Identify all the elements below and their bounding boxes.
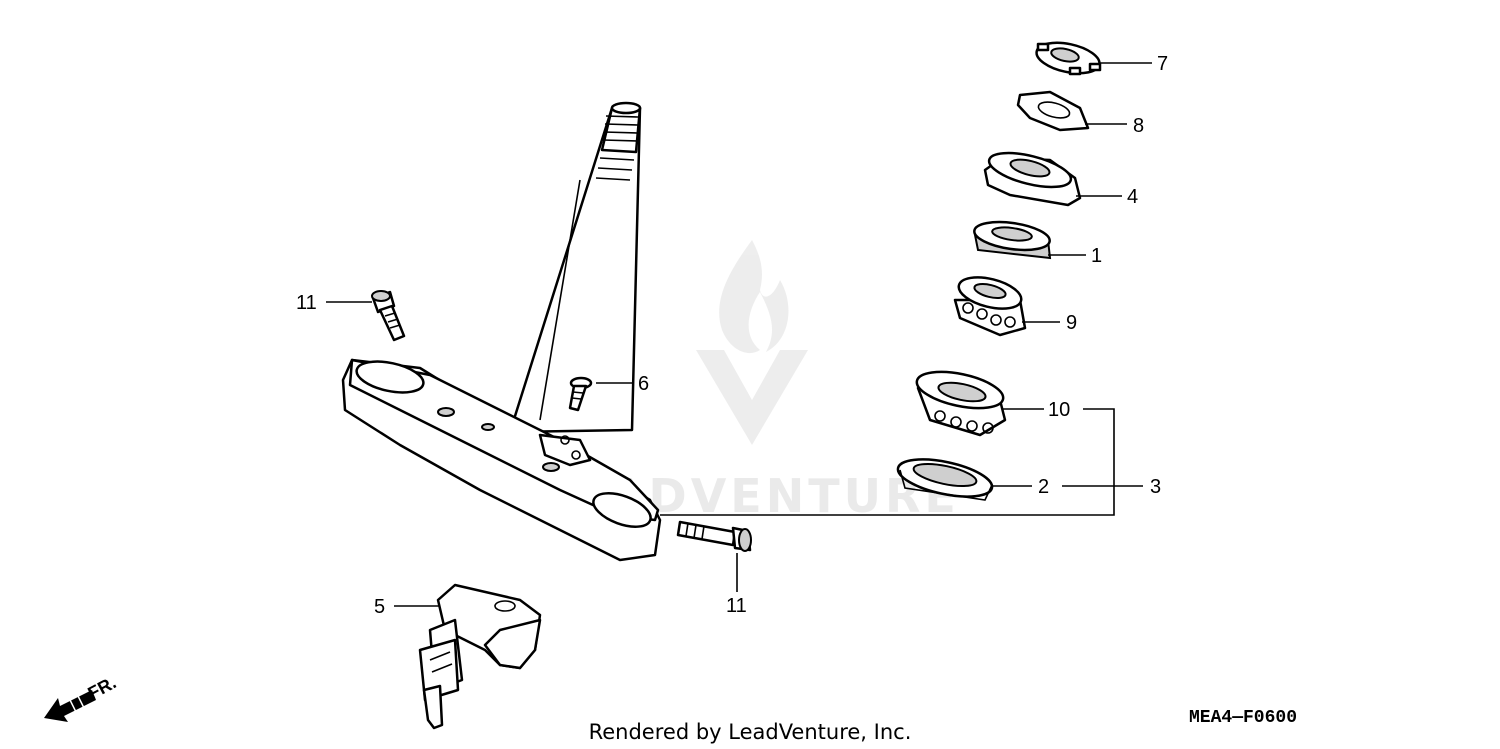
callout-10: 10 bbox=[1048, 399, 1070, 421]
lock-washer-8[interactable] bbox=[1016, 90, 1090, 132]
callout-labels: 7 8 4 1 9 10 2 3 6 11 11 5 bbox=[296, 53, 1168, 618]
front-arrow-icon bbox=[44, 690, 96, 722]
callout-4: 4 bbox=[1127, 186, 1138, 208]
lower-triple-clamp[interactable] bbox=[341, 356, 662, 562]
callout-3: 3 bbox=[1150, 476, 1161, 498]
callout-11-lower: 11 bbox=[726, 595, 747, 617]
bearing-10[interactable] bbox=[914, 365, 1007, 437]
callout-9: 9 bbox=[1066, 312, 1077, 334]
leader-lines bbox=[326, 62, 1152, 607]
callout-11-upper: 11 bbox=[296, 292, 317, 314]
callout-5: 5 bbox=[374, 596, 385, 618]
lock-nut-7[interactable] bbox=[1034, 38, 1102, 79]
bolt-11-lower[interactable] bbox=[676, 520, 752, 552]
callout-7: 7 bbox=[1157, 53, 1168, 75]
steering-stem[interactable] bbox=[508, 101, 642, 434]
bolt-11-upper[interactable] bbox=[371, 290, 406, 342]
callout-2: 2 bbox=[1038, 476, 1049, 498]
front-direction-indicator: FR. bbox=[44, 672, 119, 722]
bearing-9[interactable] bbox=[953, 272, 1027, 337]
callout-6: 6 bbox=[638, 373, 649, 395]
callout-8: 8 bbox=[1133, 115, 1144, 137]
callout-1: 1 bbox=[1091, 245, 1102, 267]
bolt-6[interactable] bbox=[568, 376, 593, 412]
diagram-code: MEA4—F0600 bbox=[1189, 708, 1297, 728]
dust-seal-1[interactable] bbox=[973, 218, 1052, 260]
dust-seal-2[interactable] bbox=[895, 452, 996, 503]
rendered-by-footer: Rendered by LeadVenture, Inc. bbox=[589, 720, 912, 744]
adjusting-nut-4[interactable] bbox=[983, 146, 1082, 207]
ignition-key-switch[interactable] bbox=[418, 583, 542, 730]
